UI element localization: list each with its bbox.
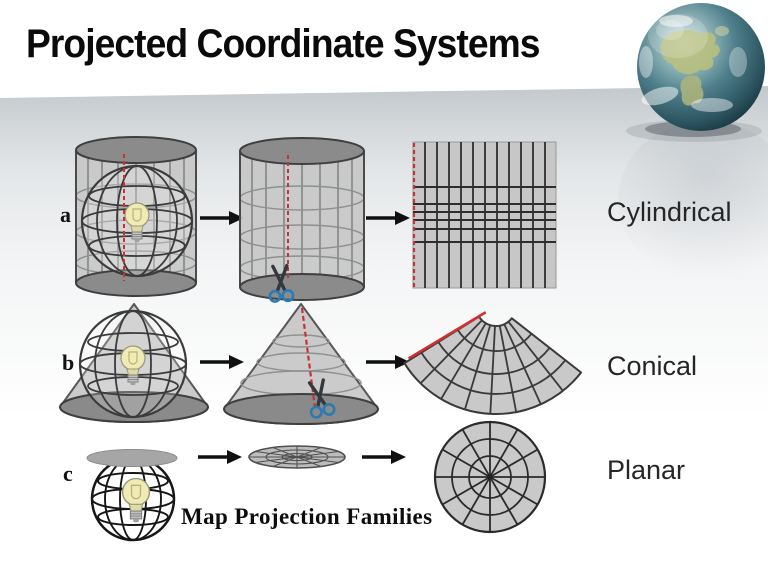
arrow-icon bbox=[198, 209, 246, 227]
arrow-icon bbox=[198, 353, 246, 371]
family-label-cylindrical: Cylindrical bbox=[607, 197, 732, 227]
polar-grid-map bbox=[433, 420, 547, 534]
caption-map-projection-families: Map Projection Families bbox=[181, 504, 433, 529]
cut-cone-diagram bbox=[223, 303, 379, 425]
arrow-icon bbox=[196, 448, 244, 466]
cut-cylinder-diagram bbox=[239, 137, 365, 304]
row-label-a: a bbox=[60, 202, 71, 227]
cut-line bbox=[300, 307, 317, 409]
arrow-icon bbox=[364, 209, 412, 227]
slide-title: Projected Coordinate Systems bbox=[26, 22, 540, 66]
row-label-b: b bbox=[62, 350, 75, 375]
earth-globe-image bbox=[626, 3, 765, 142]
globe-with-plane-diagram bbox=[86, 449, 178, 542]
row-label-c: c bbox=[63, 461, 73, 486]
flat-disc-map bbox=[248, 445, 346, 469]
arrow-icon bbox=[364, 353, 412, 371]
cone-with-globe-diagram bbox=[59, 303, 209, 423]
flat-grid-map bbox=[412, 141, 557, 289]
fan-grid-map bbox=[403, 311, 583, 415]
family-label-planar: Planar bbox=[607, 455, 686, 485]
tangent-plane bbox=[86, 449, 178, 467]
family-label-conical: Conical bbox=[607, 351, 698, 381]
cut-line bbox=[407, 311, 487, 360]
cylinder-with-globe-diagram bbox=[75, 136, 197, 297]
arrow-icon bbox=[360, 448, 408, 466]
globe-reflection bbox=[618, 120, 768, 280]
